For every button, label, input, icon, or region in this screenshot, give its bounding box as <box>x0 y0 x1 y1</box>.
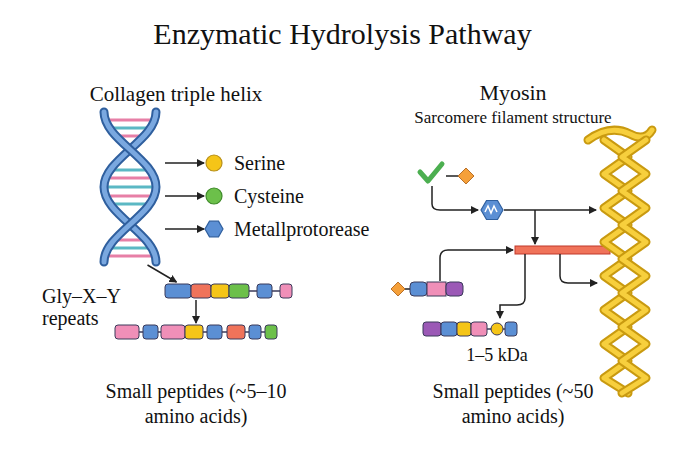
check-mark <box>420 164 442 181</box>
helix-rung <box>110 127 150 130</box>
peptide-chain-drawing <box>165 282 292 300</box>
helix-strand <box>104 112 156 262</box>
peptide-bead <box>280 284 292 298</box>
cleavage-bar <box>515 246 610 254</box>
peptide-bead <box>471 322 487 336</box>
helix-rung <box>107 195 153 198</box>
node-label: Myosin <box>393 80 633 106</box>
peptide-bead <box>249 325 261 339</box>
peptide-bead <box>143 325 158 339</box>
enzyme-node: Metallprotorease <box>204 218 404 240</box>
enzyme-symbol <box>204 152 226 174</box>
zigzag-symbol <box>485 206 497 213</box>
node-label: 1–5 kDa <box>447 344 547 366</box>
node-label: Small peptides (~5–10 amino acids) <box>96 379 296 429</box>
peptide-bead <box>446 282 463 296</box>
filament-strand <box>622 140 646 393</box>
helix-rung <box>105 186 155 189</box>
flow-arrow <box>534 210 536 244</box>
enzyme-symbol <box>204 185 226 207</box>
node-label: Metallprotorease <box>234 217 404 241</box>
helix-rung <box>107 177 153 180</box>
myosin-filament-node: MyosinSarcomere filament structure <box>592 132 655 395</box>
node-label: Serine <box>234 151 344 175</box>
helix-node: Collagen triple helix <box>95 110 165 265</box>
peptide-bead <box>491 323 503 335</box>
diamond-marker <box>391 282 405 296</box>
enzyme-hexagon <box>205 221 223 237</box>
node-sublabel: Small peptides (~50 amino acids) <box>413 379 613 429</box>
enzyme-circle <box>206 188 222 204</box>
peptide-chain-drawing <box>115 323 277 341</box>
flow-arrow <box>432 186 478 210</box>
filament-strand <box>622 140 646 393</box>
helix-strand <box>104 112 156 262</box>
helix-strand <box>104 112 156 262</box>
myosin-filament <box>588 130 652 393</box>
flow-arrow <box>440 250 513 281</box>
diamond-marker <box>458 168 474 184</box>
peptide-bead <box>423 322 441 336</box>
helix-rung <box>106 255 154 258</box>
helix-rung <box>110 247 150 250</box>
node-sublabel: Sarcomere filament structure <box>393 108 633 128</box>
link-line <box>405 288 410 290</box>
peptide-bead <box>441 322 457 336</box>
enzyme-symbol <box>204 218 226 240</box>
enzyme-node: Serine <box>204 152 324 174</box>
flow-arrow <box>165 228 204 230</box>
peptide-chain: Small peptides (~5–10 amino acids) <box>115 323 277 341</box>
myosin-pathway <box>391 130 652 393</box>
diagram-title: Enzymatic Hydrolysis Pathway <box>0 16 685 52</box>
peptide-bead <box>265 325 277 339</box>
peptide-bead <box>410 282 427 296</box>
peptide-bead <box>229 284 249 298</box>
link-line <box>446 175 458 177</box>
peptide-bead <box>161 325 185 339</box>
enzyme-node: Cysteine <box>204 185 324 207</box>
enzyme-circle <box>206 155 222 171</box>
enzyme-hexagon <box>481 201 503 220</box>
helix-rung <box>106 119 154 122</box>
node-label: Gly–X–Y repeats <box>42 285 142 329</box>
helix-rung <box>112 203 148 206</box>
peptide-chain: Gly–X–Y repeats <box>165 282 292 300</box>
peptide-bead <box>191 284 211 298</box>
flow-arrow <box>500 254 525 318</box>
flow-arrow <box>148 265 177 282</box>
peptide-bead <box>207 325 222 339</box>
peptide-chain-drawing <box>423 320 517 338</box>
peptide-bead <box>211 284 229 298</box>
flow-arrow <box>195 300 197 323</box>
node-label: Collagen triple helix <box>56 82 296 106</box>
peptide-bead <box>257 284 272 298</box>
flow-arrow <box>165 195 204 197</box>
peptide-bead <box>505 322 517 336</box>
flow-arrow <box>560 254 597 283</box>
helix-strand <box>104 112 156 262</box>
peptide-chain: 1–5 kDaSmall peptides (~50 amino acids) <box>423 320 517 338</box>
flow-arrow <box>504 209 596 211</box>
helix-strands <box>104 112 156 262</box>
peptide-bead <box>115 325 139 339</box>
peptide-bead <box>227 325 245 339</box>
peptide-bead <box>165 284 191 298</box>
node-label: Cysteine <box>234 184 344 208</box>
peptide-bead <box>427 282 446 296</box>
peptide-bead <box>185 325 203 339</box>
peptide-bead <box>457 322 471 336</box>
flow-arrow <box>165 162 204 164</box>
collagen-helix <box>104 112 156 262</box>
helix-rung <box>112 169 148 172</box>
